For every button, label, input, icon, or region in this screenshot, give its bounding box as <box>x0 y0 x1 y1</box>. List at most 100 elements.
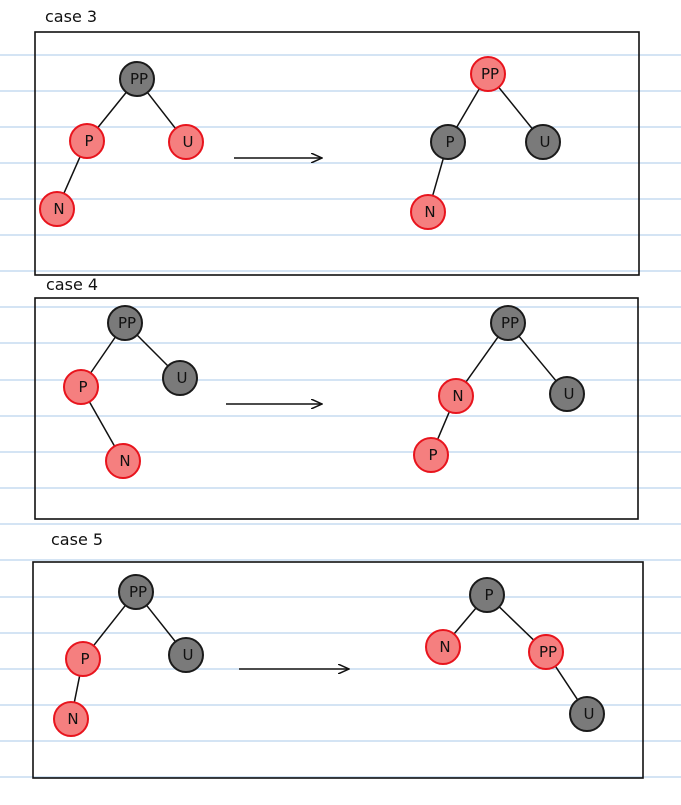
tree-edge <box>145 604 177 643</box>
tree-edge <box>136 334 169 367</box>
case-4-frame <box>34 297 639 520</box>
case-3-frame <box>34 31 640 276</box>
node-label: PP <box>481 65 499 83</box>
node-circle <box>168 637 204 673</box>
node-label: PP <box>118 314 136 332</box>
node-circle <box>63 369 99 405</box>
red-node-p: P <box>413 437 449 473</box>
node-label: PP <box>501 314 519 332</box>
black-node-p: P <box>430 124 466 160</box>
red-node-u: U <box>168 124 204 160</box>
node-label: N <box>119 452 130 470</box>
node-circle <box>490 305 526 341</box>
case-5-frame <box>32 561 644 779</box>
red-node-n: N <box>425 629 461 665</box>
tree-edge <box>88 401 116 447</box>
node-circle <box>39 191 75 227</box>
node-circle <box>470 56 506 92</box>
node-label: PP <box>130 70 148 88</box>
red-node-n: N <box>39 191 75 227</box>
node-label: U <box>540 133 551 151</box>
node-label: U <box>177 369 188 387</box>
tree-edge <box>455 88 481 128</box>
node-label: U <box>183 133 194 151</box>
case-4-after-tree: PP N U P <box>413 305 585 473</box>
tree-edge <box>73 675 81 703</box>
node-label: P <box>80 650 89 668</box>
tree-edge <box>146 91 177 130</box>
black-node-pp: PP <box>119 61 155 97</box>
tree-edge <box>63 156 81 194</box>
red-node-n: N <box>105 443 141 479</box>
node-label: N <box>452 387 463 405</box>
tree-edge <box>92 604 127 647</box>
node-label: P <box>78 378 87 396</box>
node-circle <box>105 443 141 479</box>
node-circle <box>162 360 198 396</box>
tree-edge <box>465 336 499 383</box>
node-circle <box>119 61 155 97</box>
node-label: P <box>84 132 93 150</box>
black-node-u: U <box>569 696 605 732</box>
node-label: N <box>53 200 64 218</box>
red-node-p: P <box>65 641 101 677</box>
case-3-title: case 3 <box>45 7 97 26</box>
case-5-title: case 5 <box>51 530 103 549</box>
node-circle <box>569 696 605 732</box>
node-label: PP <box>129 583 147 601</box>
red-node-p: P <box>69 123 105 159</box>
red-node-pp: PP <box>470 56 506 92</box>
black-node-p: P <box>469 577 505 613</box>
tree-edge <box>453 607 477 635</box>
black-node-pp: PP <box>490 305 526 341</box>
tree-edge <box>498 86 533 130</box>
black-node-u: U <box>549 376 585 412</box>
node-circle <box>425 629 461 665</box>
black-node-pp: PP <box>118 574 154 610</box>
node-circle <box>168 124 204 160</box>
black-node-u: U <box>168 637 204 673</box>
tree-edge <box>554 665 579 701</box>
node-circle <box>410 194 446 230</box>
tree-edge <box>436 411 451 440</box>
node-circle <box>525 124 561 160</box>
tree-edge <box>431 158 445 196</box>
case-5-after-tree: PN PP U <box>425 577 605 732</box>
node-circle <box>430 124 466 160</box>
red-node-n: N <box>53 701 89 737</box>
tree-edge <box>97 91 127 129</box>
node-label: N <box>67 710 78 728</box>
node-circle <box>413 437 449 473</box>
red-node-n: N <box>410 194 446 230</box>
tree-edge <box>90 336 116 374</box>
case-4-title: case 4 <box>46 275 98 294</box>
node-label: U <box>584 705 595 723</box>
black-node-u: U <box>525 124 561 160</box>
node-circle <box>469 577 505 613</box>
black-node-u: U <box>162 360 198 396</box>
red-node-pp: PP <box>528 634 564 670</box>
node-label: N <box>424 203 435 221</box>
black-node-pp: PP <box>107 305 143 341</box>
node-circle <box>107 305 143 341</box>
node-circle <box>118 574 154 610</box>
tree-edge <box>498 606 535 641</box>
node-circle <box>549 376 585 412</box>
node-circle <box>69 123 105 159</box>
node-label: PP <box>539 643 557 661</box>
node-label: U <box>183 646 194 664</box>
node-label: P <box>445 133 454 151</box>
node-circle <box>528 634 564 670</box>
node-circle <box>438 378 474 414</box>
node-circle <box>53 701 89 737</box>
node-circle <box>65 641 101 677</box>
node-label: U <box>564 385 575 403</box>
red-node-n: N <box>438 378 474 414</box>
tree-edge <box>518 335 557 382</box>
